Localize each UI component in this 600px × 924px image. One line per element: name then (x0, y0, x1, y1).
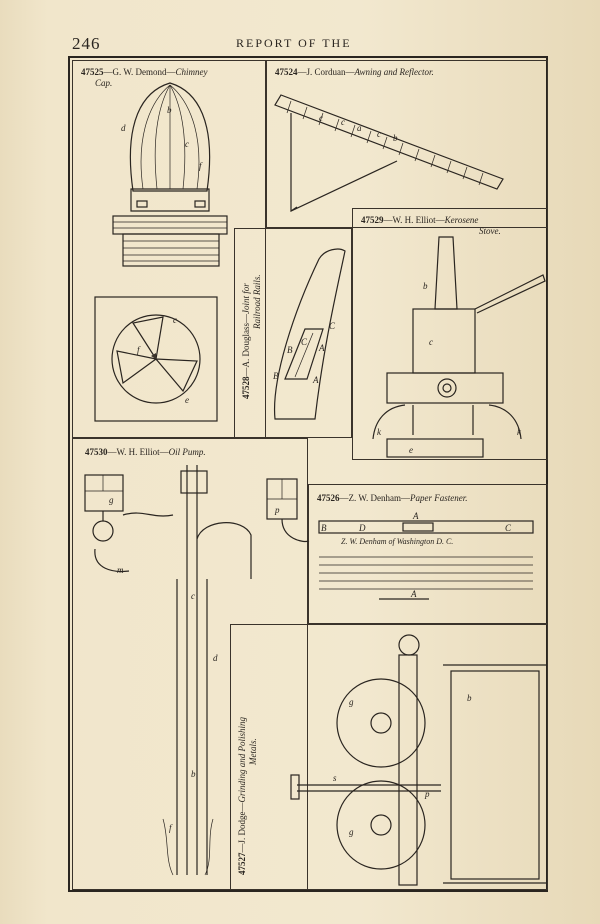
label-k: k (377, 427, 382, 437)
panel-47524-awning: 47524—J. Corduan—Awning and Reflector. c… (266, 60, 548, 228)
page-header-title: REPORT OF THE (236, 36, 352, 50)
label-c3: c (377, 129, 381, 139)
label-b: b (467, 693, 472, 703)
label-g: g (349, 697, 354, 707)
label-B: B (273, 371, 279, 381)
label-s: s (333, 773, 337, 783)
patent-number: 47529 (361, 215, 384, 225)
label-d: d (213, 653, 218, 663)
label-f: f (199, 161, 203, 171)
invention: Oil Pump. (168, 447, 206, 457)
label-D: D (358, 523, 366, 533)
grinding-machine-drawing: g g b p s (290, 634, 547, 886)
label-B2: B (287, 345, 293, 355)
invention: Kerosene (444, 215, 479, 225)
panel-47527-grinding: 47527—J. Dodge—Grinding and Polishing Me… (230, 624, 548, 890)
oil-pump-drawing: g m p c d b f (84, 465, 310, 876)
caption-47530: 47530—W. H. Elliot—Oil Pump. (85, 447, 206, 458)
inventor: —W. H. Elliot— (383, 215, 445, 225)
invention: Paper Fastener. (410, 493, 468, 503)
label-g2: g (349, 827, 354, 837)
panel-47528-rail-joint: 47528—A. Douglass—Joint for Railroad Rai… (234, 228, 352, 438)
label-A2: A (312, 375, 319, 385)
label-C: C (505, 523, 512, 533)
label-a: a (357, 123, 362, 133)
label-c: c (191, 591, 195, 601)
patent-number: 47524 (275, 67, 298, 77)
label-A: A (318, 343, 325, 353)
panel-47529-kerosene-stove: 47529—W. H. Elliot—Kerosene Stove. b c k… (352, 208, 548, 460)
label-f2: f (137, 345, 141, 355)
patent-number: 47526 (317, 493, 340, 503)
caption-47524: 47524—J. Corduan—Awning and Reflector. (275, 67, 434, 78)
label-d: d (121, 123, 126, 133)
label-C: C (301, 337, 308, 347)
label-c: c (429, 337, 433, 347)
caption-47526: 47526—Z. W. Denham—Paper Fastener. (317, 493, 468, 504)
inventor: —J. Corduan— (297, 67, 355, 77)
invention-cont: Stove. (479, 226, 501, 236)
label-f: f (169, 823, 173, 833)
label-b: b (167, 105, 172, 115)
invention: Chimney (175, 67, 208, 77)
label-A2: A (410, 589, 417, 599)
paper-fastener-drawing: B D A C A (318, 511, 534, 600)
label-p: p (424, 789, 430, 799)
label-e: e (409, 445, 413, 455)
chimney-cap-drawing: d b c f c f e (94, 82, 228, 422)
label-B: B (321, 523, 327, 533)
inventor: —Z. W. Denham— (339, 493, 411, 503)
label-b: b (423, 281, 428, 291)
label-C2: C (329, 321, 336, 331)
label-g: g (109, 495, 114, 505)
label-k2: k (517, 427, 522, 437)
patent-number: 47530 (85, 447, 108, 457)
label-c: c (319, 113, 323, 123)
label-b: b (393, 133, 398, 143)
label-e: e (185, 395, 189, 405)
invention-cont: Cap. (95, 78, 113, 88)
panel-47526-paper-fastener: 47526—Z. W. Denham—Paper Fastener. B D A… (308, 484, 548, 624)
inventor: —G. W. Demond— (103, 67, 176, 77)
invention: Awning and Reflector. (354, 67, 434, 77)
kerosene-stove-drawing: b c k k e (372, 236, 546, 458)
fastener-signature: Z. W. Denham of Washington D. C. (341, 537, 454, 546)
label-c: c (185, 139, 189, 149)
label-p: p (274, 505, 280, 515)
awning-drawing: c c a c b (274, 94, 504, 212)
caption-47529: 47529—W. H. Elliot—Kerosene Stove. (361, 215, 501, 237)
caption-47525: 47525—G. W. Demond—Chimney Cap. (81, 67, 208, 89)
patent-number: 47525 (81, 67, 104, 77)
label-c2: c (341, 117, 345, 127)
panel-47530-oil-pump: 47530—W. H. Elliot—Oil Pump. g m p c (72, 438, 310, 890)
label-c2: c (173, 315, 177, 325)
panel-47525-chimney-cap: 47525—G. W. Demond—Chimney Cap. d b c f (72, 60, 266, 438)
illustration-plate: 47525—G. W. Demond—Chimney Cap. d b c f (68, 56, 548, 892)
page-number: 246 (72, 34, 101, 53)
inventor: —W. H. Elliot— (107, 447, 169, 457)
label-m: m (117, 565, 124, 575)
rail-joint-drawing: B B C A C A (273, 248, 346, 420)
label-b: b (191, 769, 196, 779)
label-A: A (412, 511, 419, 521)
